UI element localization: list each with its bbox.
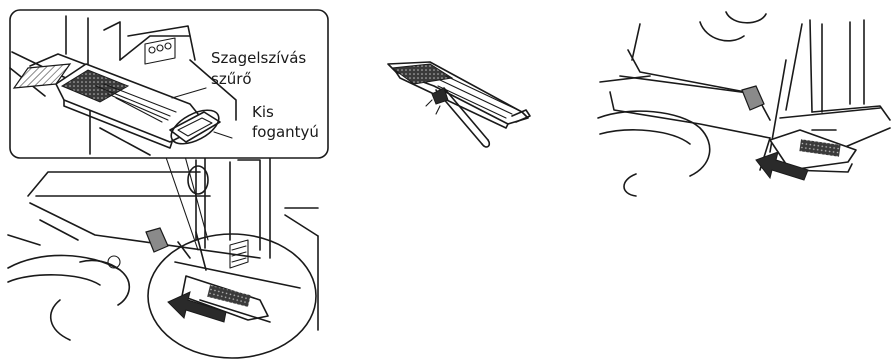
label-lint-filter-2: szűrő [211,70,252,88]
label-lint-filter-1: Szagelszívás [211,49,306,67]
panel-2-step [388,62,530,147]
panel-3-step [598,12,890,196]
panel-1-step: Szagelszívás szűrő Kis fogantyú [8,10,328,358]
label-small-handle-2: fogantyú [252,123,319,141]
label-small-handle-1: Kis [252,103,274,121]
magnifier-circle [148,138,316,358]
appliance-body-1 [8,150,318,340]
